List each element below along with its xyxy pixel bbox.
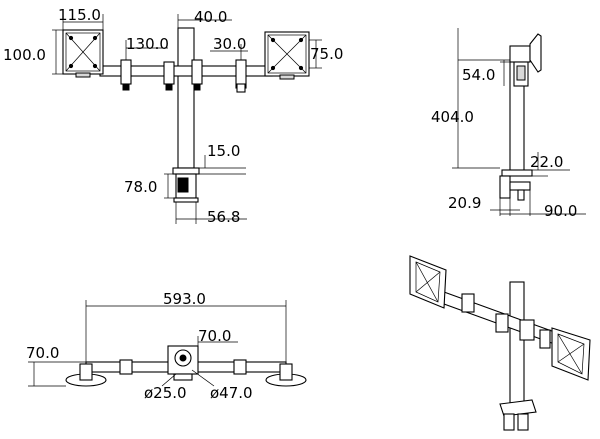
front-clamp — [172, 167, 200, 203]
dim-78: 78.0 — [124, 178, 157, 196]
dim-115: 115.0 — [58, 6, 101, 24]
dim-404: 404.0 — [431, 108, 474, 126]
dim-54: 54.0 — [462, 66, 495, 84]
front-dimensions: 115.0 100.0 40.0 130.0 30.0 75.0 15.0 — [3, 6, 343, 226]
side-clamp — [499, 169, 533, 201]
dim-70-base: 70.0 — [26, 344, 59, 362]
dim-22: 22.0 — [530, 153, 563, 171]
dim-90: 90.0 — [544, 202, 577, 220]
front-pole — [177, 27, 195, 169]
top-center-hub — [167, 345, 199, 381]
side-bracket — [509, 33, 542, 87]
front-left-plate — [62, 29, 104, 78]
top-arm-joints — [119, 359, 247, 375]
isometric-view — [409, 255, 591, 431]
dim-30: 30.0 — [213, 35, 246, 53]
front-arm-joints — [120, 59, 247, 93]
iso-left-plate — [409, 255, 447, 309]
dim-15: 15.0 — [207, 142, 240, 160]
iso-right-plate — [551, 327, 591, 381]
front-view: 115.0 100.0 40.0 130.0 30.0 75.0 15.0 — [3, 6, 343, 226]
front-right-plate — [264, 31, 310, 80]
top-right-base — [265, 363, 307, 387]
iso-clamp — [499, 399, 537, 431]
dim-100: 100.0 — [3, 46, 46, 64]
top-left-base — [65, 363, 107, 387]
dim-70-center: 70.0 — [198, 327, 231, 345]
dim-56.8: 56.8 — [207, 208, 240, 226]
dim-20.9: 20.9 — [448, 194, 481, 212]
dim-593: 593.0 — [163, 290, 206, 308]
top-view: 593.0 70.0 70.0 ø25.0 ø47.0 — [26, 290, 307, 402]
top-dimensions: 593.0 70.0 70.0 ø25.0 ø47.0 — [26, 290, 287, 402]
dim-d25: ø25.0 — [144, 384, 187, 402]
dim-d47: ø47.0 — [210, 384, 253, 402]
side-dimensions: 404.0 54.0 22.0 20.9 90.0 — [431, 28, 586, 220]
dim-130: 130.0 — [126, 35, 169, 53]
side-view: 404.0 54.0 22.0 20.9 90.0 — [431, 28, 586, 220]
iso-joints — [461, 293, 551, 349]
dim-40: 40.0 — [194, 8, 227, 26]
dim-75: 75.0 — [310, 45, 343, 63]
iso-pole — [509, 281, 525, 407]
